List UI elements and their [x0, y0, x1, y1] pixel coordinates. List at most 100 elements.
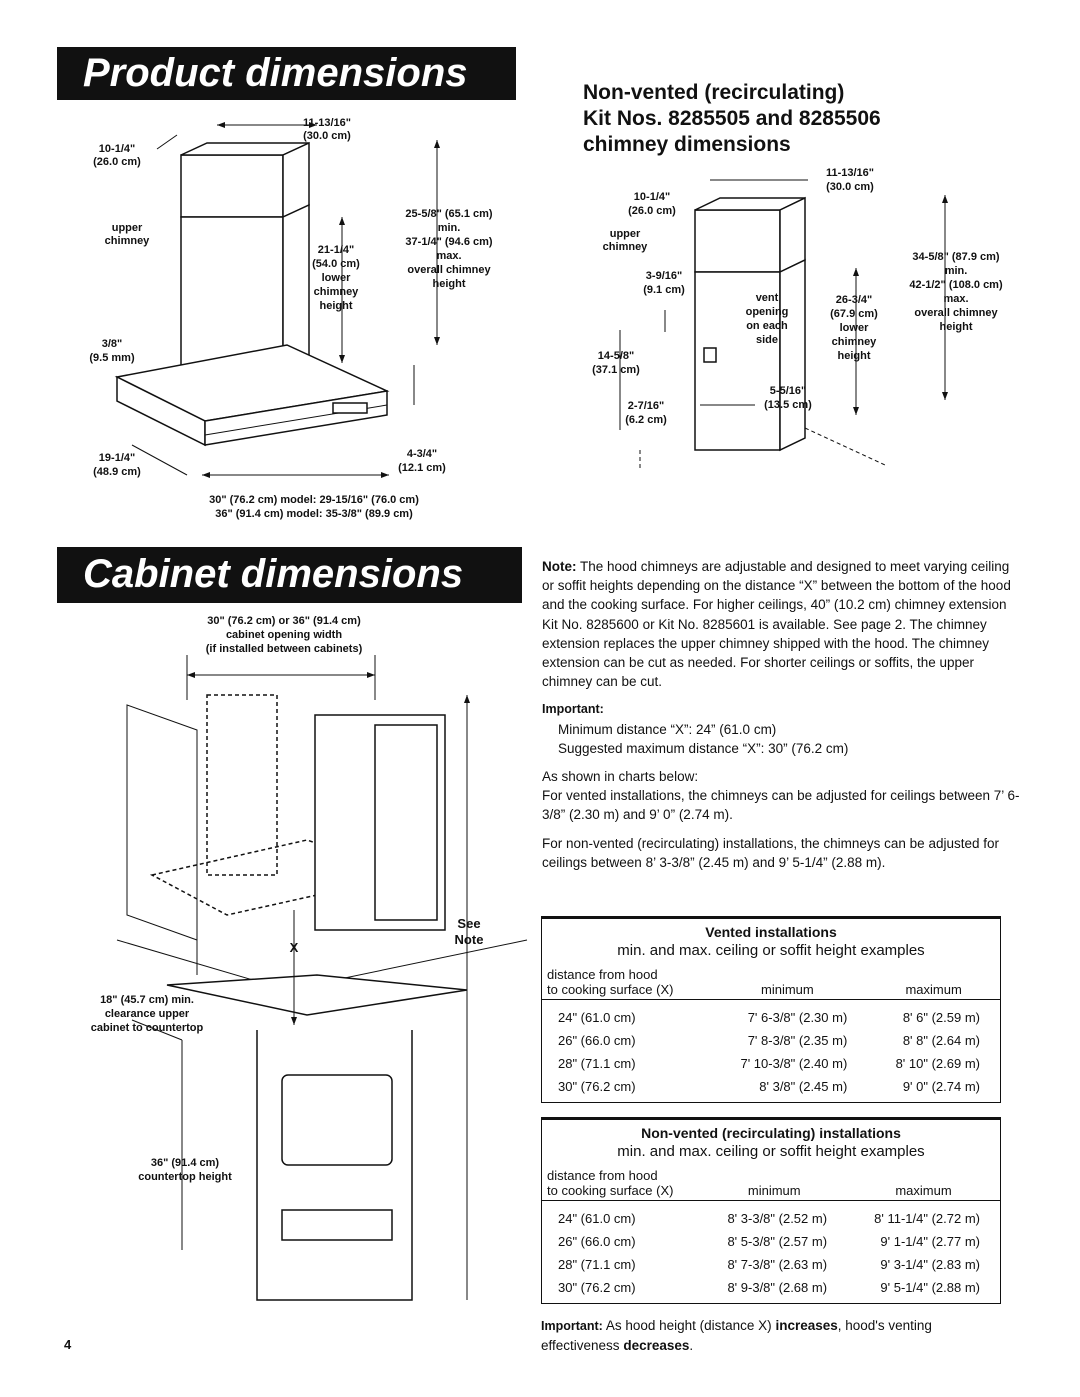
cabinet-text: 30" (76.2 cm) or 36" (91.4 cm): [207, 615, 361, 627]
dim-text: upper: [610, 228, 641, 240]
table-cell: 30" (76.2 cm): [558, 1079, 636, 1094]
dim-text: opening: [746, 306, 789, 318]
table-cell: 8' 9-3/8" (2.68 m): [727, 1280, 828, 1295]
table-subtitle: min. and max. ceiling or soffit height e…: [617, 942, 925, 959]
product-dimensions-title: Product dimensions: [83, 51, 468, 95]
dim-text: 42-1/2" (108.0 cm): [909, 279, 1003, 291]
dim-text: (26.0 cm): [93, 156, 141, 168]
note-label: Note:: [542, 559, 577, 574]
dim-text: height: [838, 350, 871, 362]
table-header: distance from hood: [547, 967, 658, 982]
see-note-label: See: [457, 916, 480, 931]
dim-text: 3/8": [102, 338, 123, 350]
nonvented-heading-line: Kit Nos. 8285505 and 8285506: [583, 107, 881, 130]
table-cell: 8' 11-1/4" (2.72 m): [874, 1211, 980, 1226]
cabinet-text: 36" (91.4 cm): [151, 1157, 220, 1169]
nonvented-table: distance from hood to cooking surface (X…: [542, 1168, 1000, 1299]
dim-text: height: [320, 300, 353, 312]
dim-text: 21-1/4": [318, 244, 354, 256]
nonvented-chimney-diagram: 11-13/16" (30.0 cm) 10-1/4" (26.0 cm) up…: [592, 167, 1003, 470]
cabinet-dimensions-diagram: 30" (76.2 cm) or 36" (91.4 cm) cabinet o…: [91, 615, 528, 1301]
footer-emphasis: increases: [775, 1318, 838, 1333]
footer-emphasis: decreases: [623, 1338, 690, 1353]
see-note-label: Note: [455, 932, 484, 947]
x-label: X: [290, 940, 299, 955]
dim-text: 2-7/16": [628, 400, 664, 412]
cabinet-text: (if installed between cabinets): [206, 643, 363, 655]
table-cell: 7' 6-3/8" (2.30 m): [747, 1010, 848, 1025]
table-header: minimum: [707, 982, 868, 1000]
table-row: 30" (76.2 cm)8' 9-3/8" (2.68 m)9' 5-1/4"…: [542, 1276, 1000, 1299]
dim-text: chimney: [105, 235, 151, 247]
note-text: The hood chimneys are adjustable and des…: [542, 559, 1011, 690]
dim-text: (9.1 cm): [643, 284, 685, 296]
dim-text: 10-1/4": [634, 191, 670, 203]
table-header: distance from hood: [547, 1168, 658, 1183]
min-distance: Minimum distance “X”: 24” (61.0 cm): [558, 721, 777, 737]
dim-text: (30.0 cm): [303, 130, 351, 142]
dim-text: max.: [436, 250, 461, 262]
model-dims: 36" (91.4 cm) model: 35-3/8" (89.9 cm): [215, 508, 413, 520]
table-row: 24" (61.0 cm)7' 6-3/8" (2.30 m)8' 6" (2.…: [542, 1000, 1000, 1030]
dim-text: side: [756, 334, 778, 346]
dim-text: (54.0 cm): [312, 258, 360, 270]
table-cell: 8' 3/8" (2.45 m): [759, 1079, 848, 1094]
table-cell: 24" (61.0 cm): [558, 1211, 636, 1226]
table-header: maximum: [847, 1183, 1000, 1201]
table-cell: 8' 10" (2.69 m): [895, 1056, 980, 1071]
vented-table: distance from hood to cooking surface (X…: [542, 967, 1000, 1098]
dim-text: (26.0 cm): [628, 205, 676, 217]
footer-text: .: [689, 1338, 694, 1353]
footer-text: As hood height (distance X): [605, 1318, 772, 1333]
table-cell: 28" (71.1 cm): [558, 1257, 636, 1272]
dim-text: 37-1/4" (94.6 cm): [405, 236, 492, 248]
dim-text: min.: [438, 222, 461, 234]
nonvented-heading-line: chimney dimensions: [583, 133, 791, 156]
table-row: 26" (66.0 cm)8' 5-3/8" (2.57 m)9' 1-1/4"…: [542, 1230, 1000, 1253]
charts-text: As shown in charts below:: [542, 769, 699, 785]
nonvented-heading-line: Non-vented (recirculating): [583, 81, 845, 104]
dim-text: lower: [322, 272, 351, 284]
table-cell: 9' 5-1/4" (2.88 m): [880, 1280, 980, 1295]
note-section: Note: The hood chimneys are adjustable a…: [542, 557, 1020, 881]
table-cell: 28" (71.1 cm): [558, 1056, 636, 1071]
dim-text: vent: [756, 292, 779, 304]
table-header: minimum: [701, 1183, 848, 1201]
cabinet-text: 18" (45.7 cm) min.: [100, 994, 194, 1006]
cabinet-text: clearance upper: [105, 1008, 190, 1020]
dim-text: 3-9/16": [646, 270, 682, 282]
dim-text: height: [940, 321, 973, 333]
dim-text: (12.1 cm): [398, 462, 446, 474]
dim-text: (67.9 cm): [830, 308, 878, 320]
table-cell: 26" (66.0 cm): [558, 1033, 636, 1048]
table-header: to cooking surface (X): [542, 982, 708, 1000]
dim-text: 5-5/16": [770, 385, 806, 397]
nonvented-heading: Non-vented (recirculating) Kit Nos. 8285…: [583, 80, 881, 158]
cabinet-text: cabinet to countertop: [91, 1022, 204, 1034]
dim-text: (37.1 cm): [592, 364, 640, 376]
table-cell: 8' 5-3/8" (2.57 m): [727, 1234, 828, 1249]
max-distance: Suggested maximum distance “X”: 30” (76.…: [558, 740, 849, 756]
dim-text: 34-5/8" (87.9 cm): [912, 251, 999, 263]
table-cell: 8' 7-3/8" (2.63 m): [727, 1257, 828, 1272]
footer-text: , hood's venting effectiveness: [541, 1318, 932, 1353]
table-row: 26" (66.0 cm)7' 8-3/8" (2.35 m)8' 8" (2.…: [542, 1029, 1000, 1052]
product-dimensions-banner: Product dimensions: [57, 47, 516, 100]
table-row: 28" (71.1 cm)7' 10-3/8" (2.40 m)8' 10" (…: [542, 1052, 1000, 1075]
note-paragraph: Note: The hood chimneys are adjustable a…: [542, 557, 1020, 691]
dim-text: 14-5/8": [598, 350, 634, 362]
dim-text: 25-5/8" (65.1 cm): [405, 208, 492, 220]
dim-text: (30.0 cm): [826, 181, 874, 193]
dim-text: 11-13/16": [303, 117, 351, 129]
dim-text: 26-3/4": [836, 294, 872, 306]
table-cell: 9' 1-1/4" (2.77 m): [880, 1234, 980, 1249]
cabinet-dimensions-title: Cabinet dimensions: [83, 552, 464, 596]
vented-table-box: Vented installations min. and max. ceili…: [541, 916, 1001, 1103]
table-row: 30" (76.2 cm)8' 3/8" (2.45 m)9' 0" (2.74…: [542, 1075, 1000, 1098]
cabinet-dimensions-banner: Cabinet dimensions: [57, 547, 522, 603]
nonvented-table-box: Non-vented (recirculating) installations…: [541, 1117, 1001, 1304]
dim-text: 10-1/4": [99, 143, 135, 155]
vented-text: For vented installations, the chimneys c…: [542, 788, 1020, 823]
table-row: 24" (61.0 cm)8' 3-3/8" (2.52 m)8' 11-1/4…: [542, 1201, 1000, 1231]
table-row: 28" (71.1 cm)8' 7-3/8" (2.63 m)9' 3-1/4"…: [542, 1253, 1000, 1276]
